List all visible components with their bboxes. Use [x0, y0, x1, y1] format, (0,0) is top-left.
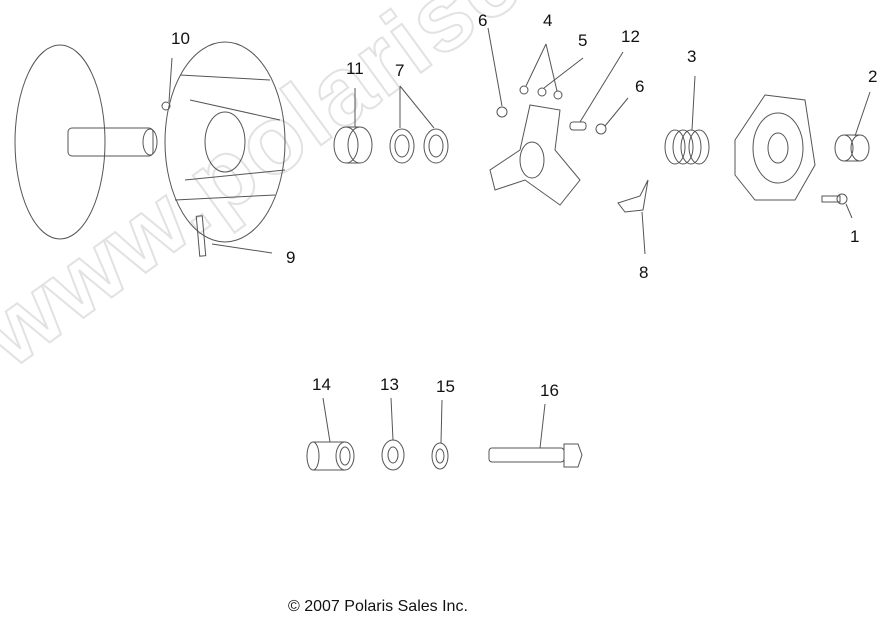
bushing-11-icon: [333, 126, 373, 164]
movable-sheave-icon: [164, 41, 286, 243]
bolt-16-icon: [488, 443, 583, 468]
callout-6a: 6: [478, 11, 488, 30]
callout-7: 7: [395, 61, 405, 80]
callout-4: 4: [543, 11, 553, 30]
bolt-1-icon: [821, 195, 841, 203]
spacer-14-icon: [306, 441, 355, 471]
roller-arm-8-icon: [617, 179, 649, 213]
callout-13: 13: [380, 375, 399, 394]
callout-6b: 6: [635, 77, 645, 96]
callout-10: 10: [171, 29, 190, 48]
spider-icon: [489, 104, 581, 206]
seals-7-icon: [389, 128, 449, 164]
washer-15-icon: [431, 442, 449, 470]
callout-1: 1: [850, 227, 860, 246]
copyright-notice: © 2007 Polaris Sales Inc.: [288, 598, 468, 615]
callout-5: 5: [578, 31, 588, 50]
callout-3: 3: [687, 47, 697, 66]
callout-16: 16: [540, 381, 559, 400]
callout-11: 11: [346, 59, 364, 78]
callout-2: 2: [868, 67, 878, 86]
callout-8: 8: [639, 263, 649, 282]
pin-9-icon: [195, 215, 207, 257]
fixed-sheave-icon: [14, 44, 158, 240]
nut-10-icon: [161, 101, 171, 111]
cover-icon: [734, 94, 816, 201]
bushing-2-icon: [834, 134, 870, 162]
callout-14: 14: [312, 375, 331, 394]
callout-12: 12: [621, 27, 640, 46]
washer-13-icon: [381, 439, 405, 471]
spring-3-icon: [664, 129, 710, 165]
callout-9: 9: [286, 248, 296, 267]
callout-15: 15: [436, 377, 455, 396]
